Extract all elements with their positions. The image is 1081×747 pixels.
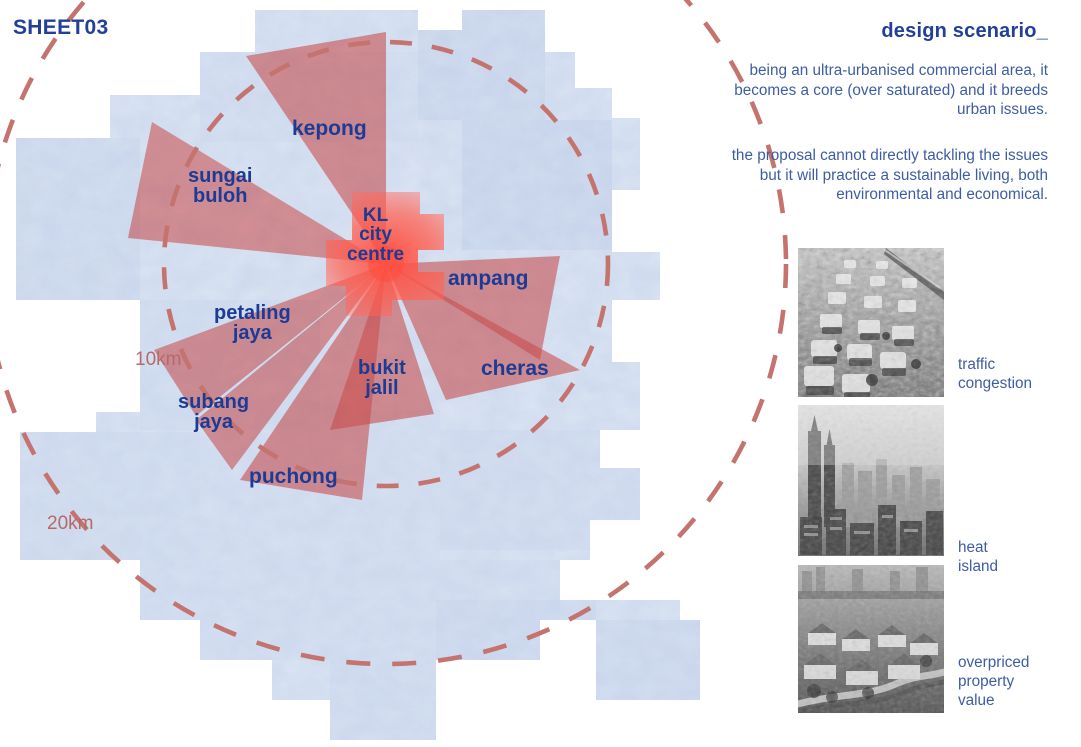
sheet-label: SHEET03 (13, 16, 109, 39)
map-panel[interactable]: SHEET03 10km 20km kepong sungai buloh KL… (0, 0, 790, 747)
wedge-kepong (246, 32, 386, 264)
wedge-bukit-jalil (330, 264, 434, 430)
map-label-kepong[interactable]: kepong (292, 117, 367, 140)
map-label-petaling-jaya[interactable]: petaling jaya (214, 302, 291, 345)
suburb-housing-photo (798, 565, 944, 713)
ring-label-10km: 10km (135, 349, 182, 370)
map-label-cheras[interactable]: cheras (481, 357, 549, 380)
issue-caption-overpriced-property: overpriced property value (958, 654, 1030, 710)
map-label-subang-jaya[interactable]: subang jaya (178, 391, 250, 434)
traffic-jam-photo (798, 248, 944, 397)
ring-10km-circle (161, 39, 611, 489)
ring-20km-circle (0, 0, 789, 667)
issue-caption-traffic-congestion: traffic congestion (958, 356, 1032, 393)
design-scenario-panel: design scenario_ being an ultra-urbanise… (700, 0, 1081, 747)
issue-caption-heat-island: heat island (958, 539, 998, 576)
page-title: design scenario_ (881, 20, 1048, 42)
map-label-ampang[interactable]: ampang (448, 267, 529, 290)
wedge-subang-jaya (196, 264, 386, 470)
city-skyline-photo (798, 405, 944, 556)
map-label-kl-city-centre[interactable]: KL city centre (347, 205, 405, 265)
map-label-bukit-jalil[interactable]: bukit jalil (358, 357, 406, 400)
wedge-puchong (240, 264, 386, 500)
core-center-dot (368, 246, 404, 282)
map-label-puchong[interactable]: puchong (249, 465, 338, 488)
scenario-paragraph-1: being an ultra-urbanised commercial area… (734, 62, 1048, 119)
map-label-sungai-buloh[interactable]: sungai buloh (188, 165, 253, 208)
ring-label-20km: 20km (47, 513, 94, 534)
wedge-petaling-jaya (154, 264, 386, 416)
kuala-lumpur-region-map (0, 0, 789, 740)
scenario-paragraph-2: the proposal cannot directly tackling th… (731, 147, 1048, 204)
